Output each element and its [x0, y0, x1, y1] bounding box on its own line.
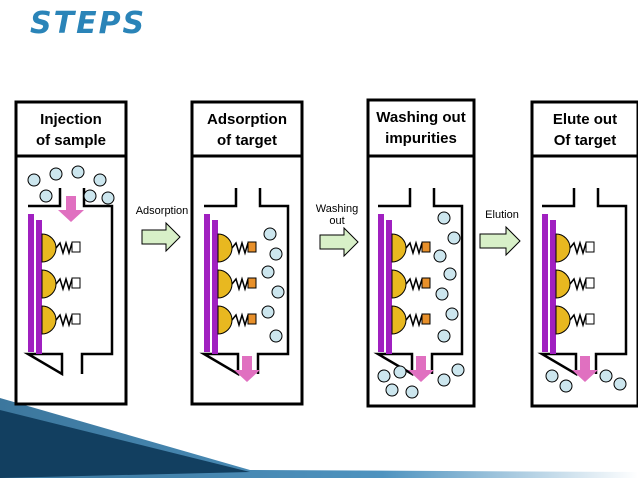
slide-title: STEPS: [30, 6, 147, 41]
impurity-molecule-icon: [27, 165, 115, 205]
process-arrow-elution: Elution: [479, 209, 521, 257]
process-arrow-washing: Washing out: [316, 203, 359, 258]
panel-elution: Elute out Of target: [530, 100, 638, 408]
panel-title-line1: Injection: [40, 111, 102, 128]
arrow-label: out: [329, 215, 344, 227]
target-molecule-icon: [545, 369, 627, 393]
ligand-icon: [555, 233, 595, 263]
panel-title-line2: of sample: [36, 132, 106, 149]
ligand-icon: [391, 269, 431, 299]
panel-title-line2: impurities: [385, 130, 457, 147]
ligand-icon: [41, 233, 81, 263]
panel-title-line2: Of target: [554, 132, 617, 149]
panel-title-line1: Washing out: [376, 109, 465, 126]
decorative-ribbon: [0, 398, 638, 478]
arrow-label: Washing: [316, 203, 358, 215]
panel-washing: Washing out impurities: [366, 98, 476, 408]
panel-title-line1: Elute out: [553, 111, 617, 128]
flow-arrow-icon: [408, 356, 434, 382]
arrow-label: Adsorption: [136, 205, 189, 217]
panel-adsorption: Adsorption of target: [190, 100, 304, 406]
ligand-icon: [391, 233, 431, 263]
ligand-icon: [217, 233, 257, 263]
flow-arrow-icon: [58, 196, 84, 222]
panel-title-line1: Adsorption: [207, 111, 287, 128]
ligand-icon: [555, 269, 595, 299]
flow-arrow-icon: [572, 356, 598, 382]
ligand-icon: [41, 269, 81, 299]
process-arrow-adsorption: Adsorption: [136, 205, 189, 253]
ligand-icon: [217, 305, 257, 335]
ligand-icon: [41, 305, 81, 335]
ligand-icon: [391, 305, 431, 335]
impurity-molecule-icon: [377, 211, 465, 399]
impurity-molecule-icon: [261, 227, 285, 343]
panel-title-line2: of target: [217, 132, 277, 149]
flow-arrow-icon: [234, 356, 260, 382]
ligand-icon: [217, 269, 257, 299]
arrow-label: Elution: [485, 209, 519, 221]
ligand-icon: [555, 305, 595, 335]
panel-injection: Injection of sample: [14, 100, 128, 406]
